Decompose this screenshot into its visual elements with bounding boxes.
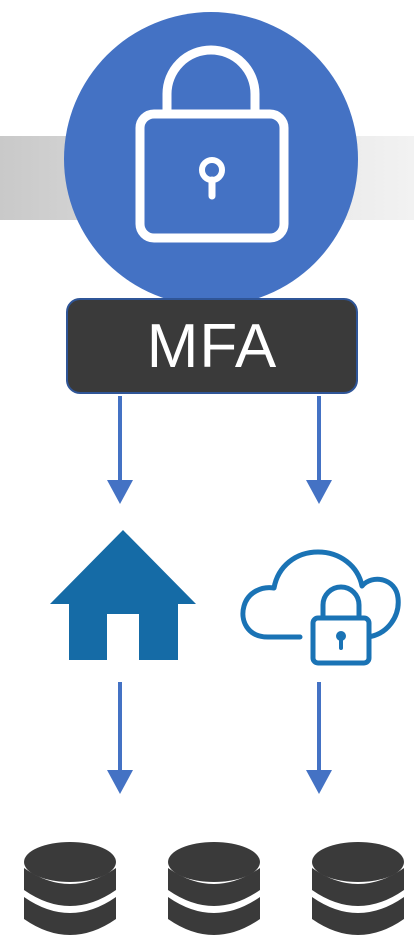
security-circle [64,12,358,306]
arrow-mfa-to-cloud [306,396,332,504]
arrow-mfa-to-home [107,396,133,504]
arrow-home-to-storage [107,682,133,794]
mfa-label: MFA [146,311,278,381]
database-icon [168,842,260,935]
database-icon [312,842,404,935]
mfa-label-box: MFA [66,298,358,394]
padlock-icon [135,45,289,243]
arrow-cloud-to-storage [306,682,332,794]
database-icon [24,842,116,935]
